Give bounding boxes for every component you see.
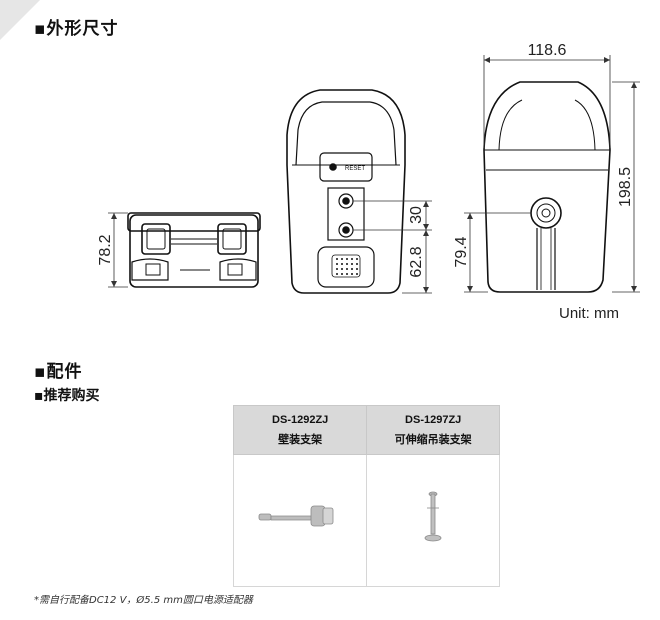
accessory-name-1: 壁装支架: [278, 434, 323, 446]
accessory-header-2: DS-1297ZJ 可伸缩吊装支架: [366, 405, 500, 455]
recommended-heading: ▪推荐购买: [34, 388, 100, 404]
wall-mount-bracket-image: [232, 454, 368, 587]
dim-79-4: 79.4: [453, 236, 470, 267]
telescopic-pendant-icon: [424, 491, 442, 542]
front-view: RESET: [286, 89, 406, 294]
dimensions-heading: ▪外形尺寸: [34, 19, 119, 39]
dim-78-2: 78.2: [97, 234, 114, 265]
dim-198-5: 198.5: [617, 167, 634, 207]
telescopic-pendant-image: [366, 454, 500, 587]
accessory-header-1: DS-1292ZJ 壁装支架: [232, 405, 368, 455]
accessories-heading: ▪配件: [34, 362, 83, 382]
bottom-view: [127, 212, 261, 288]
accessory-model-2: DS-1297ZJ: [405, 414, 462, 426]
dimension-drawing: RESET: [97, 42, 640, 294]
corner-decoration: [0, 0, 40, 40]
accessories-table: DS-1292ZJ 壁装支架 DS-1297ZJ 可伸缩吊装支架: [232, 405, 500, 587]
side-view: [483, 81, 611, 293]
wall-mount-bracket-icon: [258, 505, 334, 527]
dim-118-6: 118.6: [528, 42, 567, 59]
footnote: *需自行配备DC12 V，Ø5.5 mm圆口电源适配器: [34, 595, 253, 606]
accessory-name-2: 可伸缩吊装支架: [394, 434, 472, 446]
accessory-model-1: DS-1292ZJ: [272, 414, 329, 426]
dim-62-8: 62.8: [408, 246, 425, 277]
dim-30: 30: [408, 206, 425, 224]
unit-label: Unit: mm: [559, 305, 619, 322]
svg-text:RESET: RESET: [345, 166, 365, 172]
